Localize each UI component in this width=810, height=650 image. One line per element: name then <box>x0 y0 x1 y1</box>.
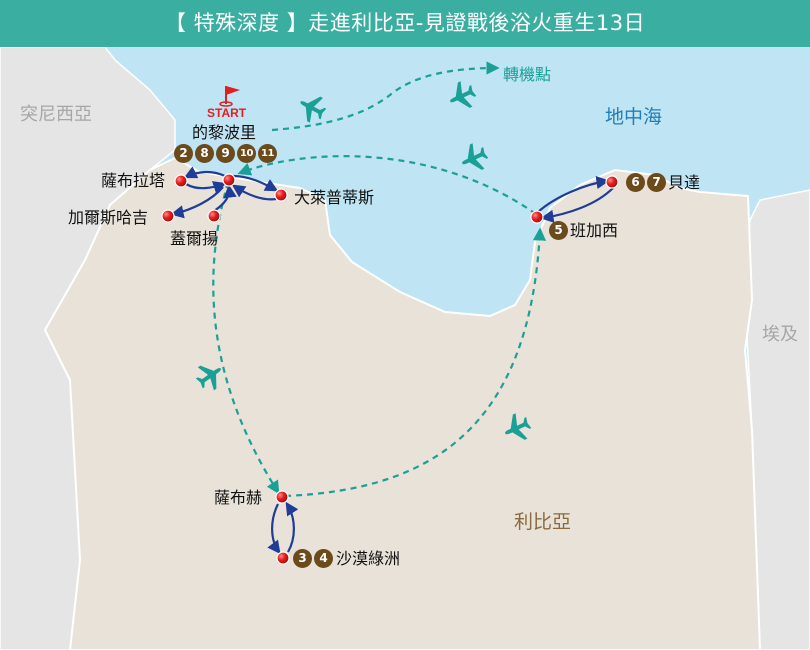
libya-land <box>43 156 762 650</box>
city-label-oasis: 沙漠綠洲 <box>336 549 401 568</box>
day-badge: 8 <box>195 144 214 163</box>
day-badge: 4 <box>314 549 333 568</box>
road-sabratha-tripoli <box>185 181 227 194</box>
route-tripoli-hub <box>271 61 500 132</box>
day-badge: 6 <box>626 173 645 192</box>
city-dot-benghazi <box>530 210 544 224</box>
day-badge: 7 <box>647 173 666 192</box>
road-tripoli-ghadames <box>170 186 224 219</box>
city-label-leptis: 大萊普蒂斯 <box>294 188 375 207</box>
city-dot-oasis <box>276 551 290 565</box>
city-dot-leptis <box>274 188 288 202</box>
city-label-ghadames: 加爾斯哈吉 <box>68 208 149 227</box>
city-label-sabratha: 薩布拉塔 <box>101 171 166 190</box>
city-label-sabha: 薩布赫 <box>214 488 263 507</box>
day-badge: 5 <box>549 221 568 240</box>
page-title: 【 特殊深度 】走進利比亞-見證戰後浴火重生13日 <box>0 0 810 47</box>
region-label-sea: 地中海 <box>605 106 663 128</box>
road-tripoli-leptis <box>232 174 279 192</box>
road-bayda-benghazi <box>540 187 614 223</box>
road-tripoli-sabratha <box>183 166 226 179</box>
start-label: START <box>207 106 247 120</box>
city-label-bayda: 貝達 <box>668 173 701 192</box>
region-label-tunisia: 突尼西亞 <box>20 104 92 125</box>
city-dot-gharyan <box>207 209 221 223</box>
transfer-point-label: 轉機點 <box>503 65 552 84</box>
city-label-tripoli: 的黎波里 <box>192 123 257 142</box>
region-label-egypt: 埃及 <box>762 324 798 345</box>
road-oasis-sabha <box>285 501 299 553</box>
day-badge: 11 <box>258 144 277 163</box>
start-flag-icon <box>219 86 240 107</box>
route-tripoli-sabha <box>212 181 280 495</box>
route-sabha-benghazi <box>284 227 547 498</box>
city-dot-sabratha <box>174 174 188 188</box>
road-sabha-oasis <box>267 503 281 555</box>
city-dot-bayda <box>605 175 619 189</box>
city-label-benghazi: 班加西 <box>570 221 619 240</box>
day-badge: 3 <box>293 549 312 568</box>
road-benghazi-bayda <box>537 175 610 213</box>
city-label-gharyan: 蓋爾揚 <box>170 229 219 248</box>
route-benghazi-tripoli <box>237 155 537 215</box>
road-leptis-tripoli <box>231 184 277 201</box>
city-dot-ghadames <box>161 209 175 223</box>
city-dot-tripoli <box>222 173 236 187</box>
region-label-libya: 利比亞 <box>514 511 572 533</box>
city-dot-sabha <box>275 490 289 504</box>
day-badge: 2 <box>174 144 193 163</box>
road-gharyan-tripoli <box>213 184 237 212</box>
day-badge: 9 <box>216 144 235 163</box>
day-badge: 10 <box>237 144 256 163</box>
